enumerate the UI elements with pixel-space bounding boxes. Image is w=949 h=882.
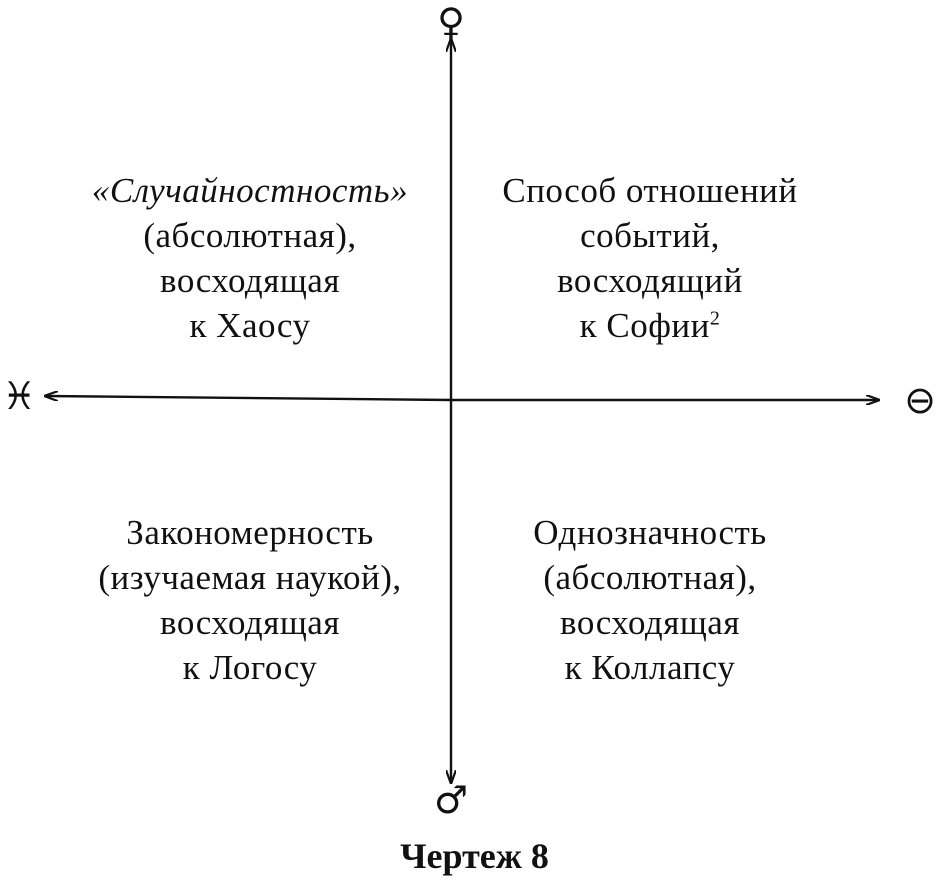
pisces-symbol: ♓ [1, 374, 37, 418]
quadrant-line: к Софии2 [470, 303, 830, 348]
quadrant-line: Однозначность [533, 513, 767, 552]
quadrant-line: к Хаосу [189, 306, 311, 345]
quadrant-line: событий, [580, 216, 720, 255]
quadrant-line: восходящая [160, 603, 340, 642]
footnote-marker: 2 [709, 307, 721, 330]
quadrant-line: Закономерность [126, 513, 374, 552]
quadrant-line-text: к Софии [579, 306, 710, 345]
quadrant-top-left: «Случайностность» (абсолютная), восходящ… [70, 168, 430, 348]
venus-symbol: ♀ [437, 0, 465, 44]
quadrant-line: к Коллапсу [564, 648, 736, 687]
quadrant-line: «Случайностность» [91, 171, 409, 210]
quadrant-top-right: Способ отношений событий, восходящий к С… [470, 168, 830, 348]
quadrant-line: восходящая [560, 603, 740, 642]
figure-caption: Чертеж 8 [400, 836, 549, 876]
quadrant-line: (изучаемая наукой), [98, 558, 402, 597]
quadrant-line: Способ отношений [502, 171, 798, 210]
quadrant-line: восходящая [160, 261, 340, 300]
quadrant-bottom-right: Однозначность (абсолютная), восходящая к… [470, 510, 830, 690]
quadrant-line: (абсолютная), [543, 558, 757, 597]
quadrant-bottom-left: Закономерность (изучаемая наукой), восхо… [70, 510, 430, 690]
quadrant-line: восходящий [557, 261, 743, 300]
theta-symbol: ⊖ [904, 378, 936, 422]
quadrant-line: к Логосу [182, 648, 318, 687]
quadrant-line: (абсолютная), [143, 216, 357, 255]
horizontal-axis-left [46, 396, 452, 402]
mars-symbol: ♂ [433, 778, 469, 822]
